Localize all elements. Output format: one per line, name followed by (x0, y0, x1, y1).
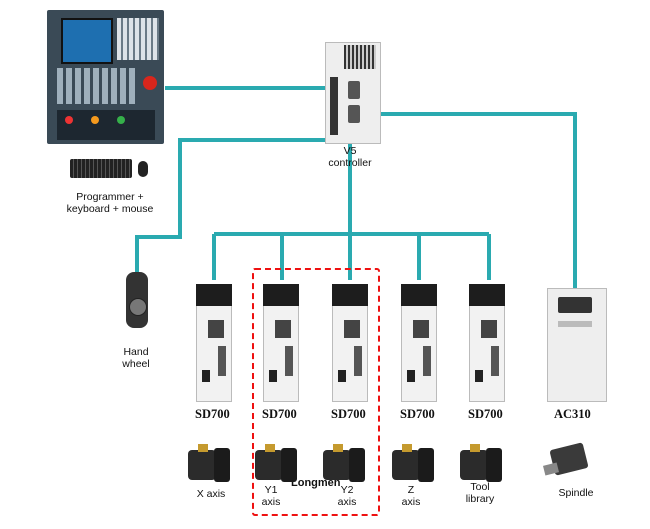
cnc-button-panel (57, 110, 155, 140)
servo-drive (196, 284, 232, 402)
servo-drive (332, 284, 368, 402)
servo-motor-icon (460, 444, 506, 484)
servo-drive (263, 284, 299, 402)
axis-label: X axis (196, 488, 226, 500)
drive-model-label: SD700 (468, 407, 503, 421)
cnc-panel (47, 10, 164, 144)
cnc-keypad (117, 18, 159, 60)
servo-drive (401, 284, 437, 402)
drive-model-label: SD700 (262, 407, 297, 421)
axis-label: Y2 axis (337, 484, 357, 508)
axis-label: Y1 axis (261, 484, 281, 508)
servo-motor-icon (392, 444, 438, 484)
axis-label: Z axis (401, 484, 421, 508)
handwheel-icon (126, 272, 148, 328)
cnc-screen (61, 18, 113, 64)
drive-model-label: SD700 (195, 407, 230, 421)
servo-motor-icon (188, 444, 234, 484)
spindle-icon (542, 442, 596, 480)
mouse-icon (138, 161, 148, 177)
v5-controller (325, 42, 381, 144)
longmen-label: Longmen (291, 477, 341, 489)
longmen-group-box (252, 268, 380, 516)
drive-model-label: SD700 (331, 407, 366, 421)
servo-motor-icon (255, 444, 301, 484)
cnc-key-row (57, 68, 137, 104)
servo-motor-icon (323, 444, 369, 484)
keyboard-icon (70, 159, 132, 178)
inverter-drive (547, 288, 607, 402)
servo-drive (469, 284, 505, 402)
axis-label: Tool library (465, 481, 495, 505)
inverter-model-label: AC310 (554, 407, 591, 421)
programmer-label: Programmer +keyboard + mouse (66, 191, 154, 215)
drive-model-label: SD700 (400, 407, 435, 421)
emergency-stop-icon (143, 76, 157, 90)
spindle-label: Spindle (558, 487, 594, 499)
